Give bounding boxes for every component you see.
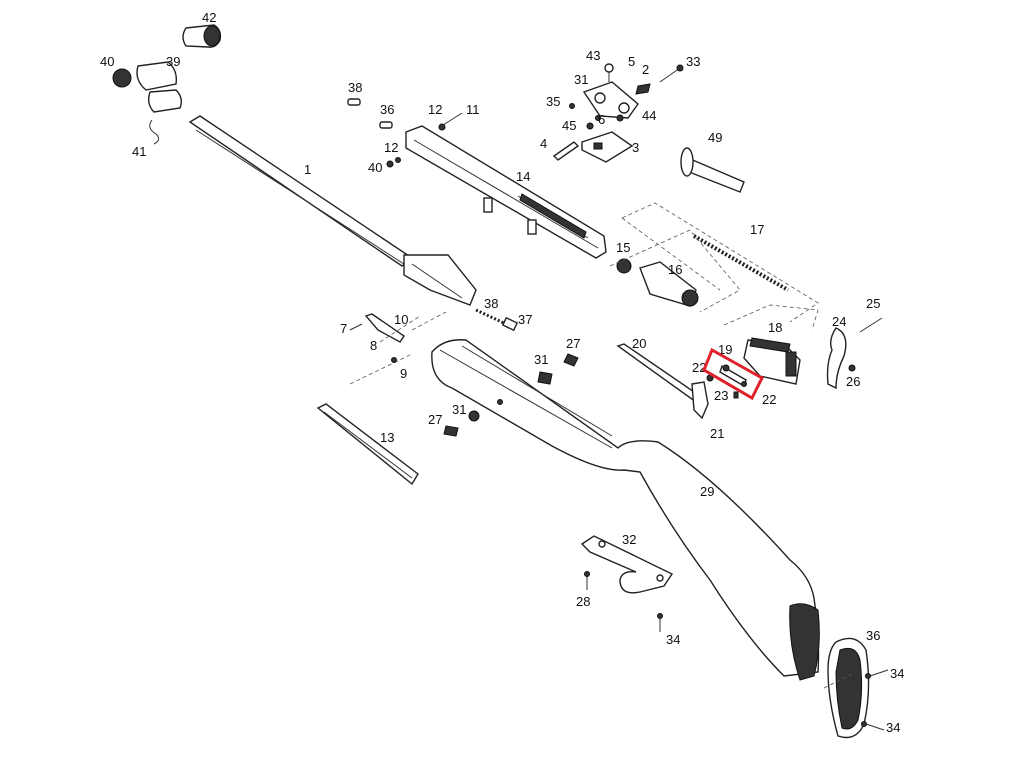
label-5: 5: [628, 54, 635, 69]
label-44: 45: [562, 118, 576, 133]
parts-37-38: [475, 308, 519, 332]
label-47: 41: [132, 144, 146, 159]
label-27a: 27: [566, 336, 580, 351]
part-1-barrel: [188, 115, 477, 306]
part-13-rail: [316, 403, 419, 486]
label-32: 32: [622, 532, 636, 547]
label-40: 38: [348, 80, 362, 95]
label-37: 37: [518, 312, 532, 327]
label-15: 15: [616, 240, 630, 255]
label-22a: 22: [692, 360, 706, 375]
label-34a: 34: [666, 632, 680, 647]
label-25: 25: [866, 296, 880, 311]
label-12a: 12: [428, 102, 442, 117]
label-34c: 34: [886, 720, 900, 735]
part-14-receiver: [405, 125, 607, 259]
label-19: 19: [718, 342, 732, 357]
part-24-25-26-trigger: [826, 317, 883, 390]
label-12b: 12: [384, 140, 398, 155]
label-46: 40: [100, 54, 114, 69]
label-22b: 22: [762, 392, 776, 407]
part-45-46-muzzle-assembly: [112, 61, 183, 145]
part-48-cap: [182, 24, 222, 48]
label-33: 33: [686, 54, 700, 69]
label-11: 11: [466, 102, 480, 117]
label-30: 31: [574, 72, 588, 87]
parts-7-8-9-10: [349, 311, 447, 385]
label-7: 7: [340, 321, 347, 336]
label-49: 49: [708, 130, 722, 145]
label-8: 8: [370, 338, 377, 353]
label-34b: 34: [890, 666, 904, 681]
small-pins-top: [347, 98, 463, 168]
label-10: 10: [394, 312, 408, 327]
part-23-pin: [719, 364, 747, 399]
label-43: 44: [642, 108, 656, 123]
label-3: 3: [632, 140, 639, 155]
part-36-butt-plate: [823, 637, 889, 739]
part-20-21-22-lever: [616, 343, 714, 420]
label-38: 38: [484, 296, 498, 311]
part-29-stock: [431, 339, 820, 681]
label-39: 36: [380, 102, 394, 117]
label-21: 21: [710, 426, 724, 441]
label-27b: 27: [428, 412, 442, 427]
trigger-group-top: [552, 63, 684, 163]
label-24: 24: [832, 314, 846, 329]
label-31a: 31: [534, 352, 548, 367]
label-17: 17: [750, 222, 764, 237]
part-17-spring: [621, 202, 819, 323]
label-45: 39: [166, 54, 180, 69]
label-23: 23: [714, 388, 728, 403]
label-42: 43: [586, 48, 600, 63]
label-1: 1: [304, 162, 311, 177]
part-32-trigger-guard: [580, 535, 674, 594]
highlight-box-part-23: [702, 347, 764, 401]
label-16: 16: [668, 262, 682, 277]
label-28: 28: [576, 594, 590, 609]
label-29: 29: [700, 484, 714, 499]
label-36: 36: [866, 628, 880, 643]
label-4: 4: [540, 136, 547, 151]
label-41: 40: [368, 160, 382, 175]
label-14: 14: [516, 169, 530, 184]
parts-28-34-screws: [584, 571, 663, 632]
part-15-16-bolt: [609, 229, 741, 313]
label-26: 26: [846, 374, 860, 389]
label-31b: 31: [452, 402, 466, 417]
label-35: 35: [546, 94, 560, 109]
label-13: 13: [380, 430, 394, 445]
parts-27-31-screws: [443, 353, 579, 437]
part-49-pin: [680, 147, 745, 193]
label-18: 18: [768, 320, 782, 335]
label-48: 42: [202, 10, 216, 25]
label-20: 20: [632, 336, 646, 351]
part-18-19-trigger-housing: [723, 304, 819, 385]
label-6: 6: [598, 112, 605, 127]
label-9: 9: [400, 366, 407, 381]
label-2: 2: [642, 62, 649, 77]
